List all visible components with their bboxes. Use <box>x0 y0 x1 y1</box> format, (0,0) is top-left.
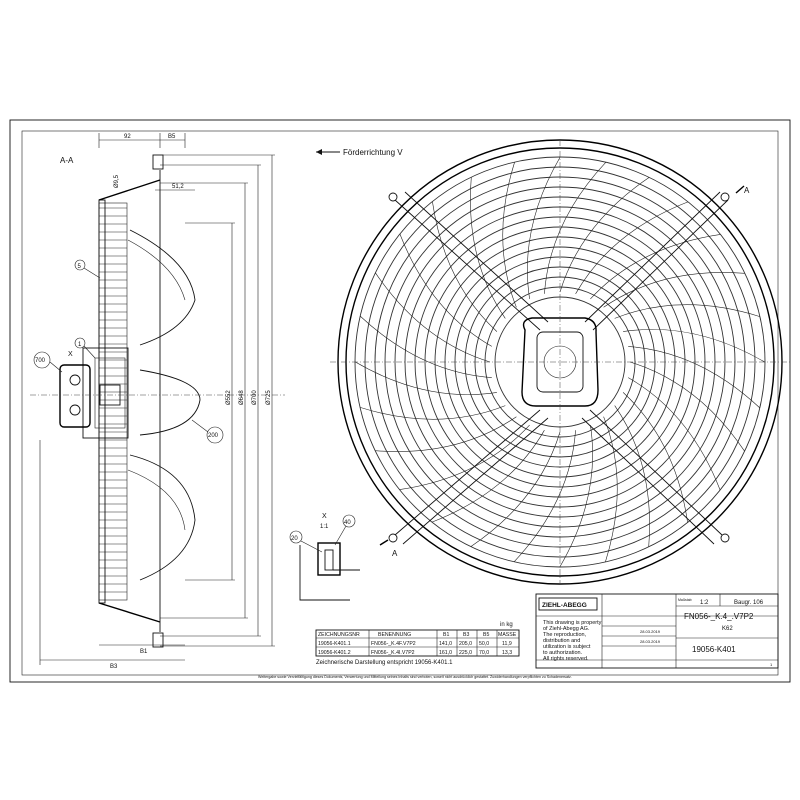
guard-wire <box>502 162 517 308</box>
table-unit: in kg <box>500 622 513 628</box>
parts-table: in kg ZEICHNUNGSNR BENENNUNG B1 B3 B5 MA… <box>315 622 520 666</box>
copyright-7: All rights reserved. <box>543 656 589 662</box>
th-mass: MASSE <box>498 632 517 638</box>
guard-wire <box>559 177 650 293</box>
td-2-4: 225,0 <box>459 650 472 656</box>
dim-725: Ø725 <box>266 390 272 405</box>
sheet-frame <box>9 119 791 683</box>
copyright-1: This drawing is property <box>543 620 602 626</box>
scale-label: Maßstab <box>678 598 692 602</box>
footer-note: Weitergabe sowie Vervielfältigung dieses… <box>258 675 572 679</box>
detail-scale: 1:1 <box>320 524 329 530</box>
guard-wire <box>360 405 506 420</box>
dim-b1: B1 <box>140 649 148 655</box>
brand-logo: ZIEHL-ABEGG <box>542 602 587 609</box>
guard-wire <box>575 201 689 294</box>
date-1: 28.03.2019 <box>640 629 661 634</box>
copyright-6: to authorization. <box>543 650 583 656</box>
td-1-2: FN056-_K.4F.V7P2 <box>371 641 416 647</box>
detail-callout-40: 40 <box>344 520 351 526</box>
drawing-number: 19056-K401 <box>692 645 736 654</box>
guard-wire <box>544 161 607 294</box>
section-label: A-A <box>60 156 74 165</box>
dim-b5-top: B5 <box>168 134 176 140</box>
sub-designation: K62 <box>722 626 733 632</box>
section-mark-top: A <box>744 186 750 195</box>
direction-label: Förderrichtung V <box>343 148 403 157</box>
td-2-6: 13,3 <box>502 650 512 656</box>
guard-wire <box>629 361 745 452</box>
td-2-3: 161,0 <box>439 650 452 656</box>
guard-wire <box>375 272 491 363</box>
dim-9-5: Ø9,5 <box>114 174 120 188</box>
callout-200: 200 <box>208 433 219 439</box>
dim-51-2: 51,2 <box>172 184 184 190</box>
guard-wire <box>513 430 576 563</box>
guard-wire <box>527 156 561 299</box>
guard-wire <box>470 431 561 547</box>
copyright-3: The reproduction, <box>543 632 587 638</box>
dim-b3: B3 <box>110 664 118 670</box>
th-designation: BENENNUNG <box>378 632 411 638</box>
dim-700: Ø700 <box>252 390 258 405</box>
guard-wire <box>470 177 506 319</box>
dim-552: Ø552 <box>226 390 232 405</box>
section-guard-grid <box>99 207 127 593</box>
detail-label: X <box>322 513 327 520</box>
designation: FN056-_K.4_.V7P2 <box>684 612 754 621</box>
callout-700: 700 <box>35 358 46 364</box>
dim-648: Ø648 <box>239 390 245 405</box>
td-2-2: FN056-_K.4I.V7P2 <box>371 650 415 656</box>
guard-wire <box>603 416 618 562</box>
guard-wire <box>622 392 688 523</box>
td-2-5: 70,0 <box>479 650 489 656</box>
guard-wires <box>354 156 766 568</box>
guard-wire <box>354 361 497 395</box>
td-1-3: 141,0 <box>439 641 452 647</box>
dim-92: 92 <box>124 134 131 140</box>
callout-5: 5 <box>78 264 82 270</box>
front-view: Förderrichtung V A A <box>316 139 790 585</box>
callout-1: 1 <box>78 342 82 348</box>
guard-wire <box>359 315 492 378</box>
th-b1: B1 <box>443 632 449 638</box>
guard-wire <box>623 329 766 363</box>
guard-wire <box>399 233 492 347</box>
th-drawing-no: ZEICHNUNGSNR <box>318 632 360 638</box>
td-1-4: 205,0 <box>459 641 472 647</box>
detail-callout-20: 20 <box>291 536 298 542</box>
td-2-1: 19056-K401.2 <box>318 650 351 656</box>
guard-wire <box>431 430 545 523</box>
guard-wire <box>614 304 760 319</box>
copyright-2: of Ziehl-Abegg AG. <box>543 626 590 632</box>
baugr: Baugr. 106 <box>734 600 764 606</box>
section-mark-bottom: A <box>392 549 398 558</box>
copyright-4: distribution and <box>543 638 580 644</box>
sheet-number: 1 <box>770 662 773 667</box>
guard-wire <box>614 405 650 547</box>
date-2: 28.03.2019 <box>640 639 661 644</box>
section-view-a-a: A-A 92 B5 Ø9,5 51,2 <box>30 133 285 670</box>
guard-wire <box>559 425 593 568</box>
copyright-5: utilization is subject <box>543 644 591 650</box>
guard-wire <box>603 272 745 308</box>
th-b3: B3 <box>463 632 469 638</box>
th-b5: B5 <box>483 632 489 638</box>
guard-wire <box>375 416 517 452</box>
scale-value: 1:2 <box>700 600 709 606</box>
guard-wire <box>628 377 721 491</box>
td-1-6: 11,9 <box>502 641 512 647</box>
title-block: ZIEHL-ABEGG This drawing is property of … <box>535 593 779 669</box>
detail-x: X 1:1 20 40 <box>289 513 360 601</box>
guard-wire <box>628 346 761 409</box>
guard-wire <box>590 234 721 300</box>
td-1-1: 19056-K401.1 <box>318 641 351 647</box>
table-note: Zeichnerische Darstellung entspricht 190… <box>316 660 453 666</box>
callout-x: X <box>68 351 73 358</box>
td-1-5: 50,0 <box>479 641 489 647</box>
